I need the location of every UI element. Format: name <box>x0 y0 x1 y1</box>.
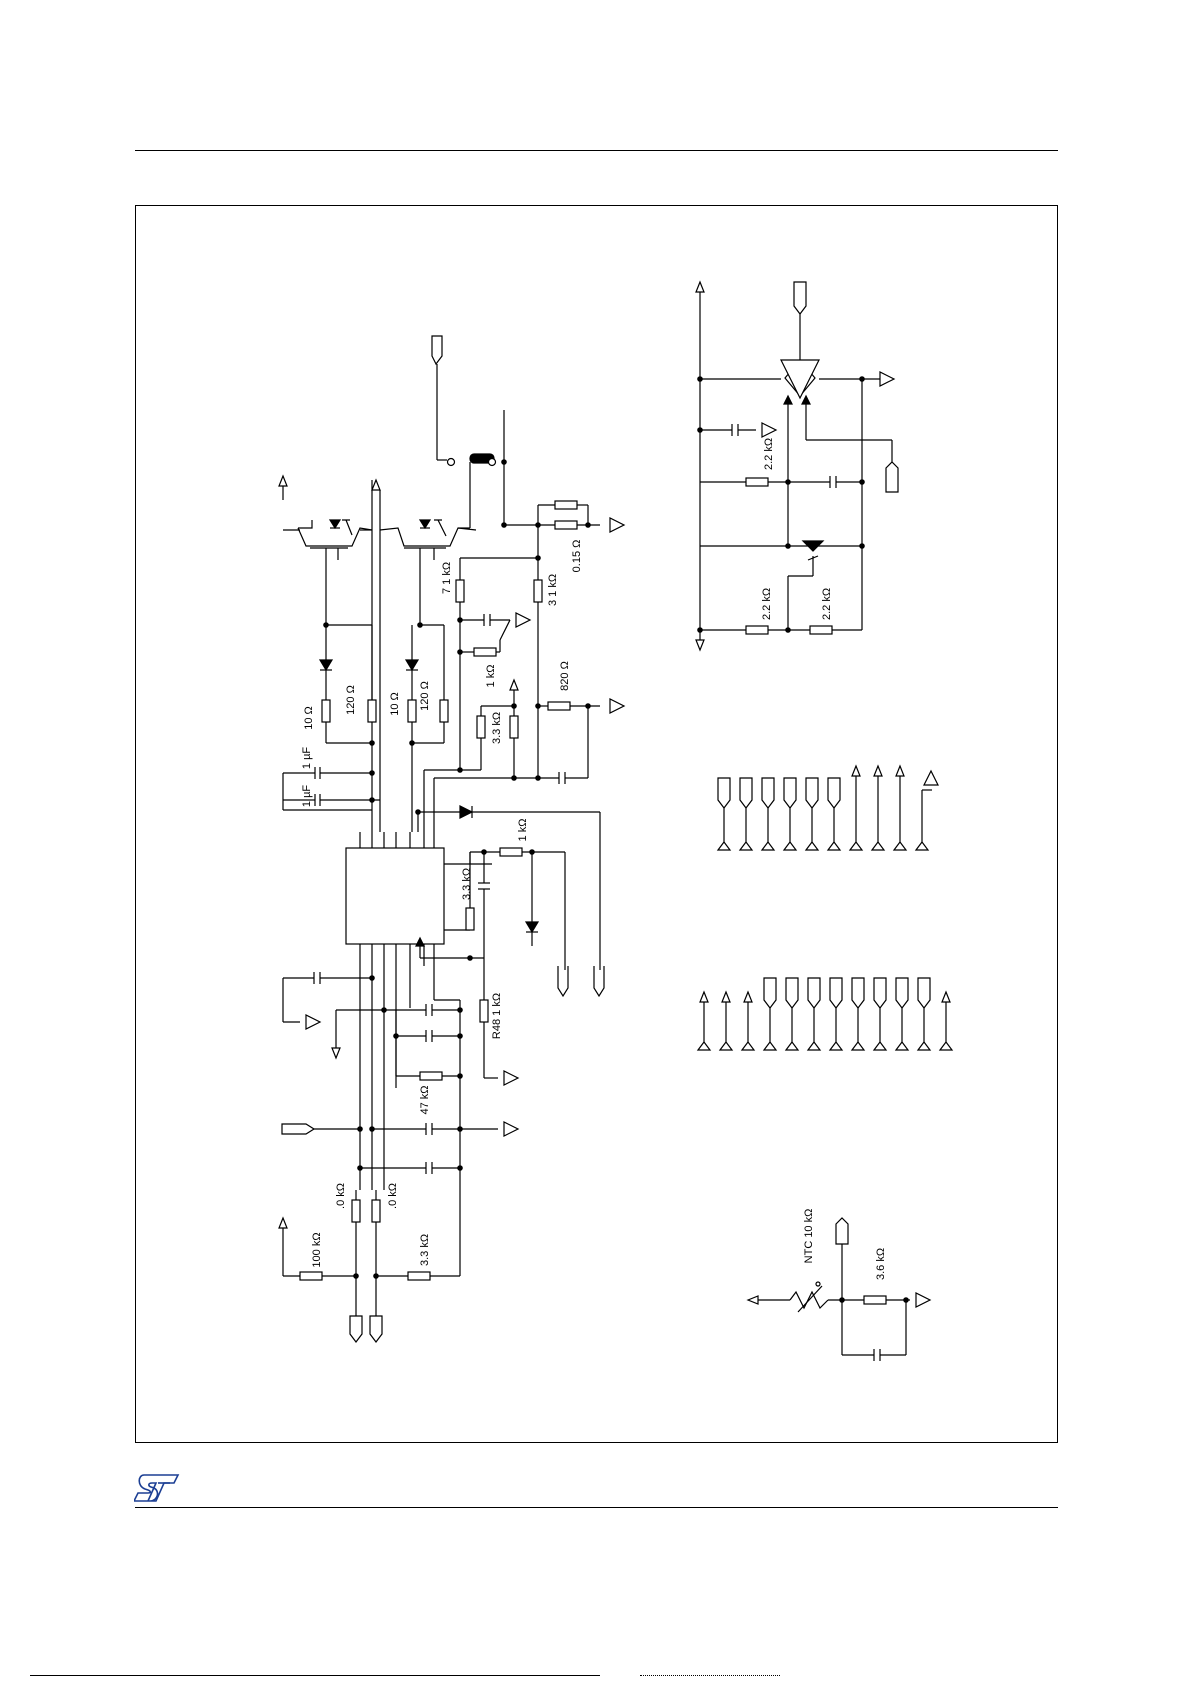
footer-rule <box>135 1507 1058 1508</box>
label-3-6k-ohm: 3.6 kΩ <box>875 1248 887 1280</box>
label-47k-ohm: 47 kΩ <box>419 1085 431 1114</box>
optocoupler-1 <box>298 520 372 560</box>
label-1k-ohm-a: 1 kΩ <box>485 665 497 688</box>
label-2-2k-ohm-b: 2.2 kΩ <box>761 588 773 620</box>
label-3-3k-ohm-a: 3.3 kΩ <box>491 712 503 744</box>
label-ntc: NTC 10 kΩ <box>803 1209 815 1264</box>
ntc-circuit <box>748 1218 930 1361</box>
label-3-1k-ohm: 3 1 kΩ <box>547 574 559 606</box>
label-0k-ohm-b: .0 kΩ <box>387 1183 399 1209</box>
label-r48: R48 1 kΩ <box>491 993 503 1039</box>
label-10-ohm-a: 10 Ω <box>303 706 315 730</box>
label-120-ohm-a: 120 Ω <box>345 685 357 715</box>
main-circuit <box>279 336 624 1342</box>
controller-ic <box>346 848 444 944</box>
connector-array-1 <box>718 766 938 850</box>
label-0k-ohm-a: .0 kΩ <box>335 1183 347 1209</box>
opamp-circuit <box>696 282 898 650</box>
label-100k-ohm: 100 kΩ <box>311 1232 323 1267</box>
label-3-3k-ohm-b: 3.3 kΩ <box>461 868 473 900</box>
component-labels: 10 Ω 120 Ω 10 Ω 120 Ω 1 µF 1 µF 7 1 kΩ 3… <box>301 438 887 1280</box>
label-0-15-ohm: 0.15 Ω <box>571 540 583 573</box>
bottom-edge-line <box>30 1675 600 1676</box>
label-10-ohm-b: 10 Ω <box>389 692 401 716</box>
bottom-edge-dots <box>640 1675 780 1676</box>
label-1uf-a: 1 µF <box>301 747 313 770</box>
connector-array-2 <box>698 978 952 1050</box>
st-logo <box>134 1473 180 1503</box>
label-120-ohm-b: 120 Ω <box>419 681 431 711</box>
label-2-2k-ohm-a: 2.2 kΩ <box>763 438 775 470</box>
optocoupler-2 <box>380 520 476 560</box>
label-2-2k-ohm-c: 2.2 kΩ <box>821 588 833 620</box>
label-1uf-b: 1 µF <box>301 785 313 808</box>
label-820-ohm: 820 Ω <box>559 661 571 691</box>
label-1k-ohm-b: 1 kΩ <box>517 819 529 842</box>
label-7-1k-ohm: 7 1 kΩ <box>441 562 453 594</box>
label-3-3k-ohm-c: 3.3 kΩ <box>419 1234 431 1266</box>
